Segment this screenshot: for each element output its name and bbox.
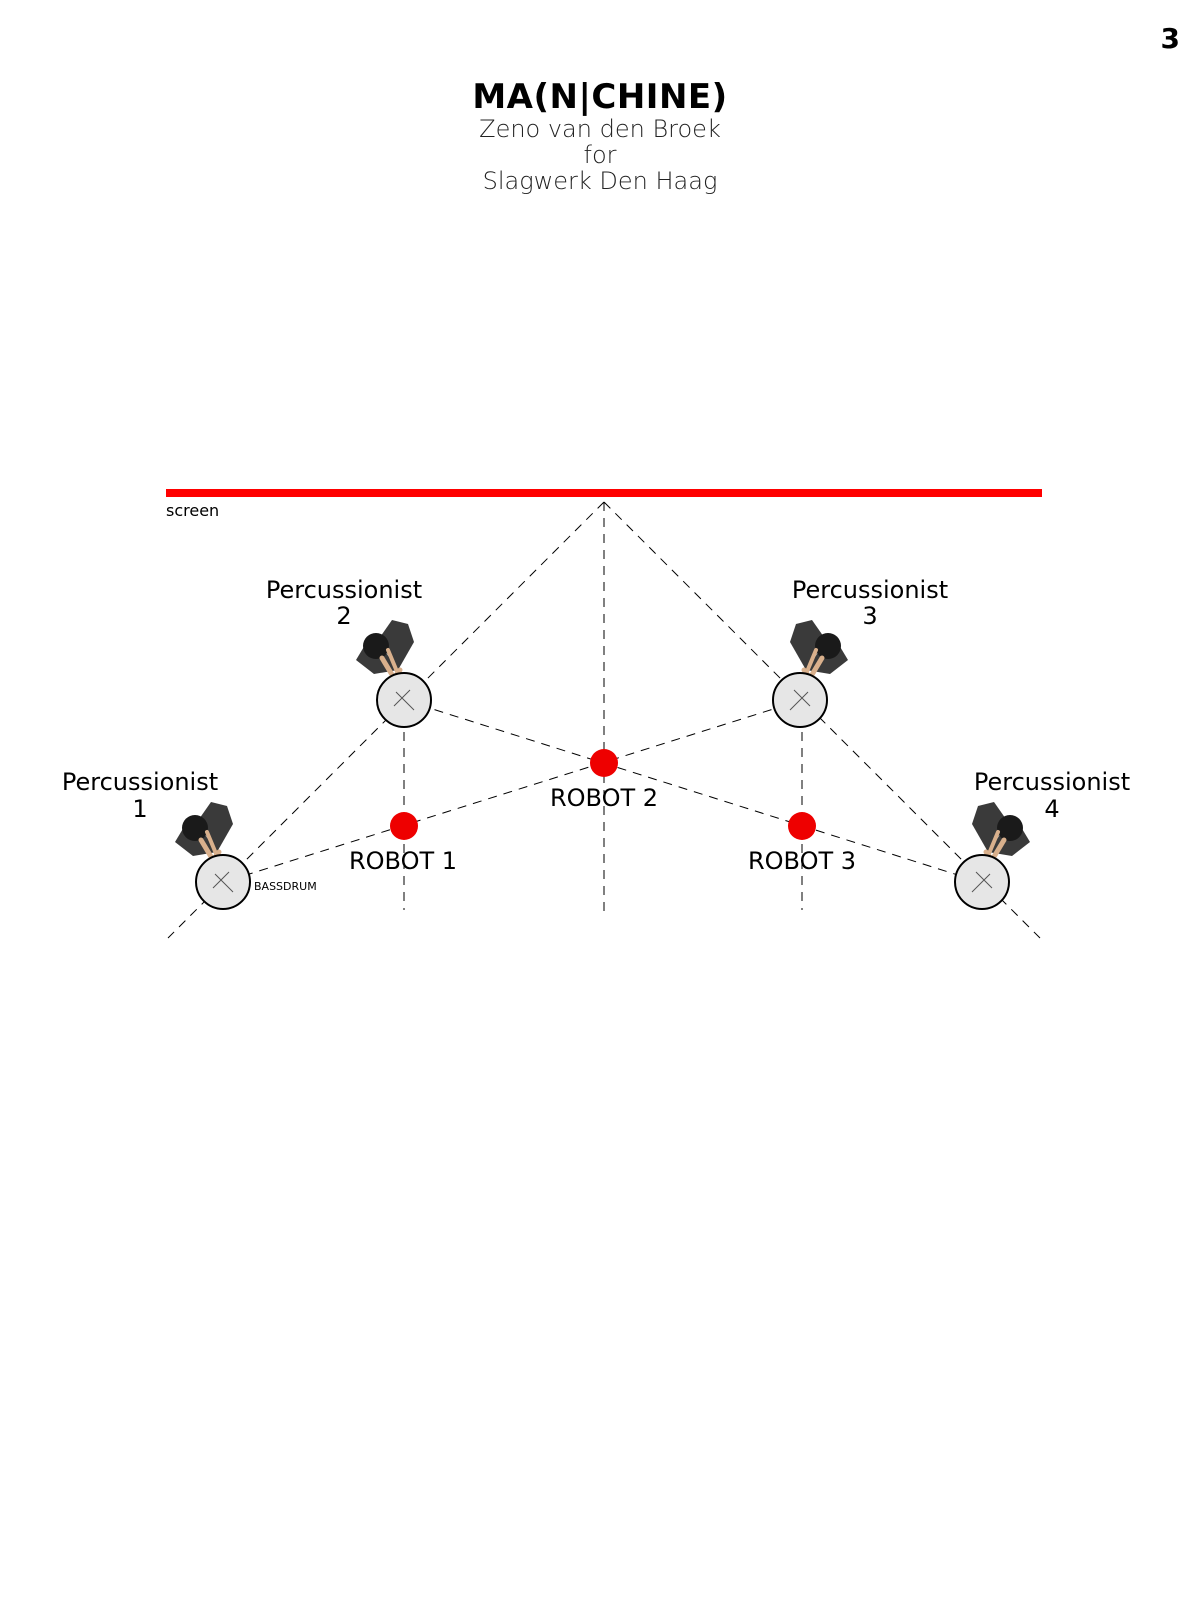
robot-2: ROBOT 2 [550,749,658,812]
header: MA(N|CHINE) Zeno van den Broek for Slagw… [0,78,1200,194]
percussionist-3-number: 3 [862,602,877,630]
sight-lines [167,501,1041,939]
ensemble: Slagwerk Den Haag [482,167,718,195]
robot-1: ROBOT 1 [349,812,457,875]
percussionist-2-number: 2 [336,602,351,630]
percussionist-4-name: Percussionist [974,768,1130,796]
percussionist-2: Percussionist 2 [266,576,431,727]
percussionist-4: Percussionist 4 [955,768,1130,909]
percussionist-1-number: 1 [132,795,147,823]
piece-title: MA(N|CHINE) [472,77,728,117]
percussionist-1-name: Percussionist [62,768,218,796]
percussionist-4-number: 4 [1044,795,1059,823]
bassdrum-label: BASSDRUM [254,880,317,893]
screen-bar [166,489,1042,497]
page-number: 3 [1160,22,1180,55]
screen-label: screen [166,501,219,520]
robot-3-marker [788,812,816,840]
robot-1-marker [390,812,418,840]
for-label: for [583,141,617,169]
robot-2-label: ROBOT 2 [550,784,658,812]
robot-2-marker [590,749,618,777]
robot-3: ROBOT 3 [748,812,856,875]
percussionist-1: Percussionist 1 BASSDRUM [62,768,317,909]
composer: Zeno van den Broek [479,115,721,143]
robot-1-label: ROBOT 1 [349,847,457,875]
percussionist-3-name: Percussionist [792,576,948,604]
percussionist-3: Percussionist 3 [773,576,948,727]
robot-3-label: ROBOT 3 [748,847,856,875]
percussionist-2-name: Percussionist [266,576,422,604]
